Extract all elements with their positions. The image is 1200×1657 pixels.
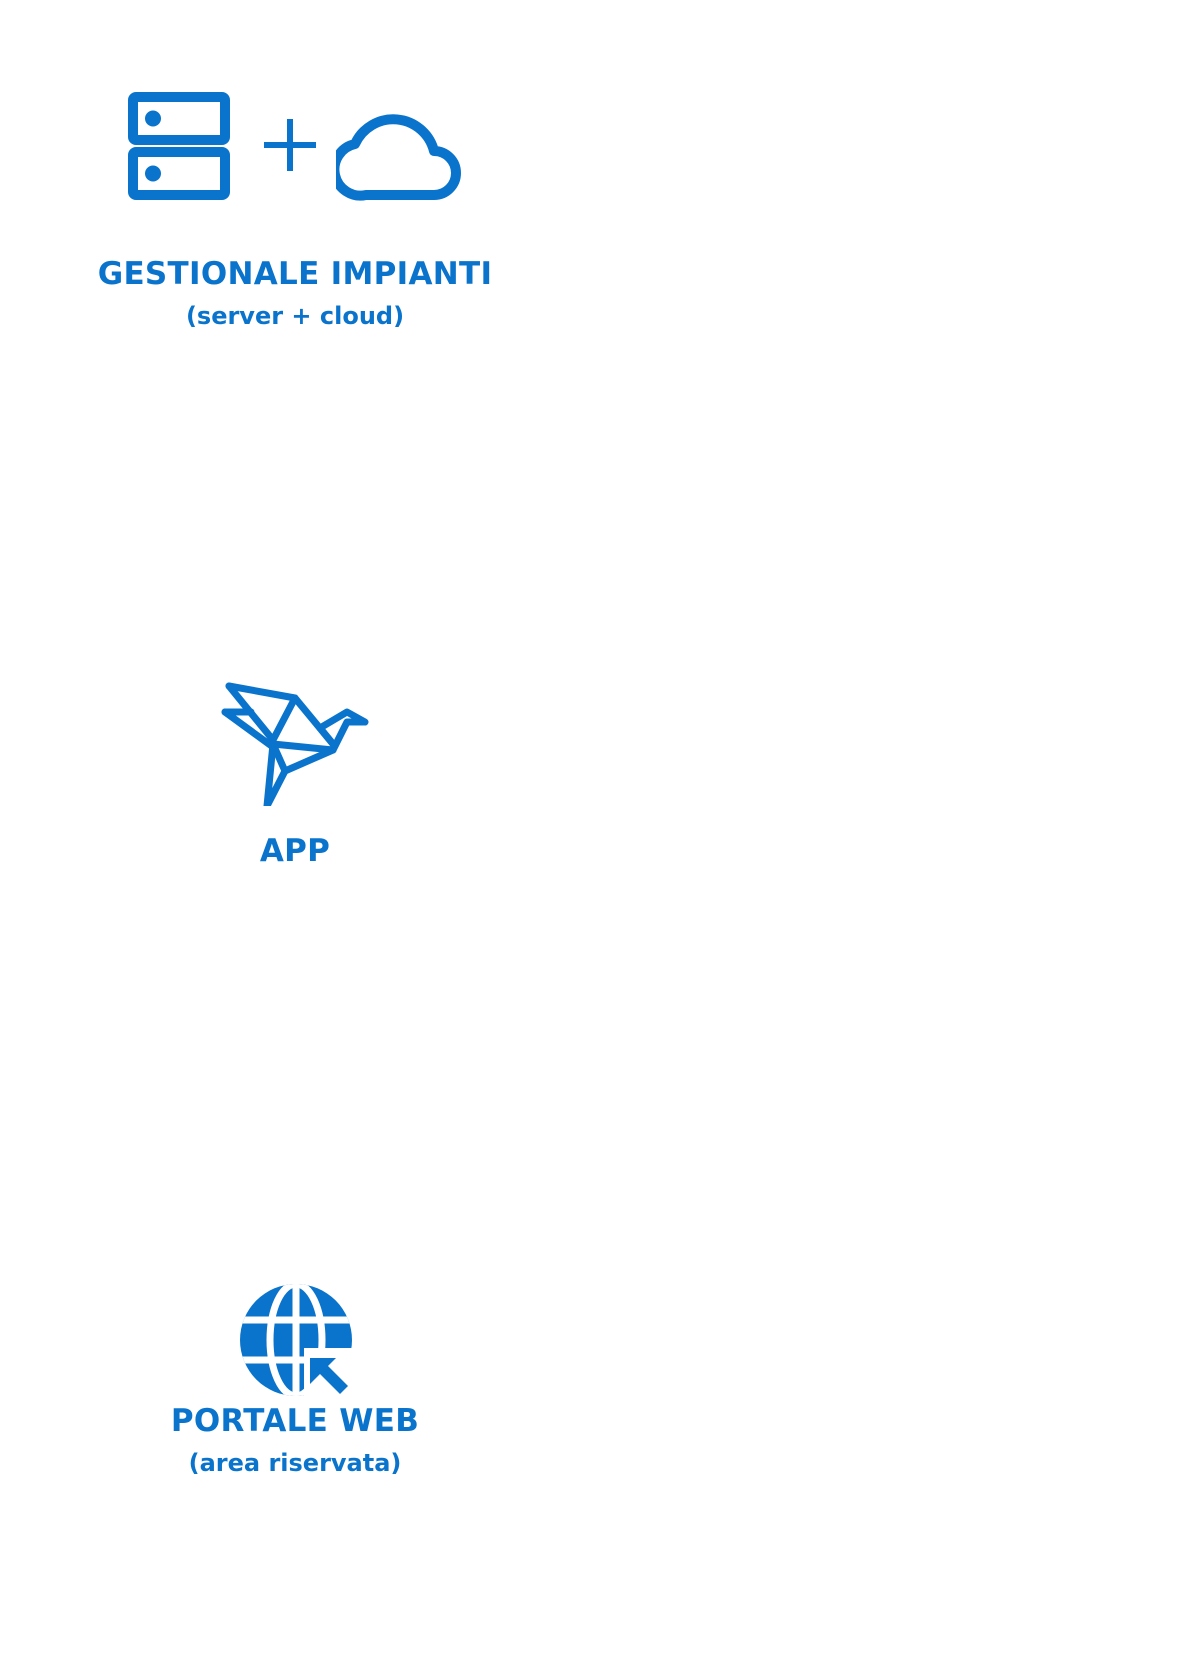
origami-bird-icon bbox=[221, 682, 369, 806]
section-subtitle: (area riservata) bbox=[188, 1449, 402, 1477]
section-title: APP bbox=[259, 833, 331, 869]
plus-icon bbox=[264, 119, 316, 171]
section-subtitle: (server + cloud) bbox=[185, 302, 405, 330]
section-gestionale-impianti: GESTIONALE IMPIANTI (server + cloud) bbox=[95, 0, 495, 360]
section-portale-web: PORTALE WEB (area riservata) bbox=[95, 1200, 495, 1580]
section-app: APP bbox=[95, 600, 495, 920]
section-title: GESTIONALE IMPIANTI bbox=[97, 256, 493, 292]
server-rack-icon bbox=[128, 92, 230, 200]
cloud-icon bbox=[336, 107, 462, 201]
globe-cursor-icon bbox=[238, 1282, 362, 1406]
section-title: PORTALE WEB bbox=[170, 1403, 420, 1439]
